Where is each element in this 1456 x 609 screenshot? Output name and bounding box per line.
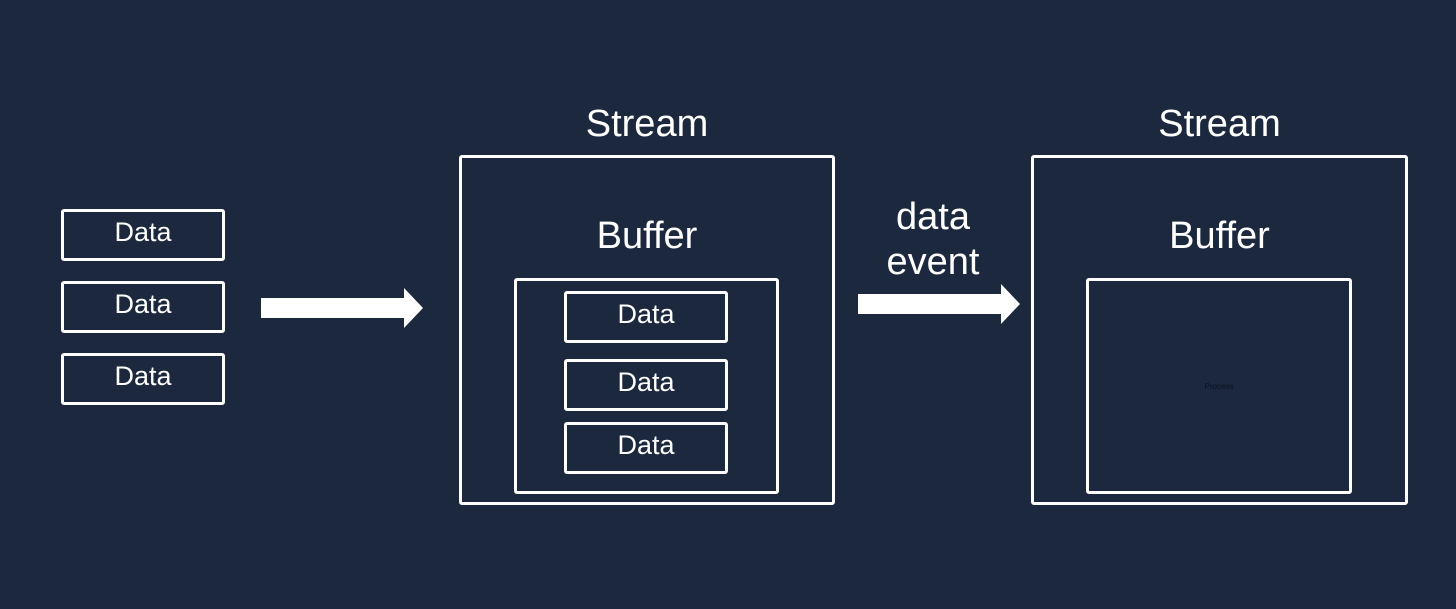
stream-container xyxy=(1031,155,1408,505)
source-data-label: Data xyxy=(114,217,172,247)
buffer-container xyxy=(1086,278,1352,494)
source-data-item: Data xyxy=(61,281,225,333)
buffer-container xyxy=(514,278,779,494)
source-data-item: Data xyxy=(61,209,225,261)
right-arrow-icon xyxy=(858,284,1020,324)
stream-title: Stream xyxy=(1158,103,1281,145)
stream-container xyxy=(459,155,835,505)
stream-title: Stream xyxy=(585,103,709,145)
source-data-label: Data xyxy=(114,289,172,319)
buffer-data-item: Data xyxy=(564,359,728,411)
transition-label-line1: data xyxy=(896,196,970,238)
buffer-label: Buffer xyxy=(596,215,698,257)
buffer-data-item: Data xyxy=(564,422,728,474)
process-label: Process xyxy=(1204,382,1234,391)
buffer-label: Buffer xyxy=(1169,215,1270,257)
buffer-data-label: Data xyxy=(617,430,675,460)
transition-label-line2: event xyxy=(886,241,980,283)
buffer-data-item: Data xyxy=(564,291,728,343)
right-arrow-icon xyxy=(261,288,423,328)
source-data-item: Data xyxy=(61,353,225,405)
buffer-data-label: Data xyxy=(617,299,675,329)
source-data-label: Data xyxy=(114,361,172,391)
buffer-data-label: Data xyxy=(617,367,675,397)
